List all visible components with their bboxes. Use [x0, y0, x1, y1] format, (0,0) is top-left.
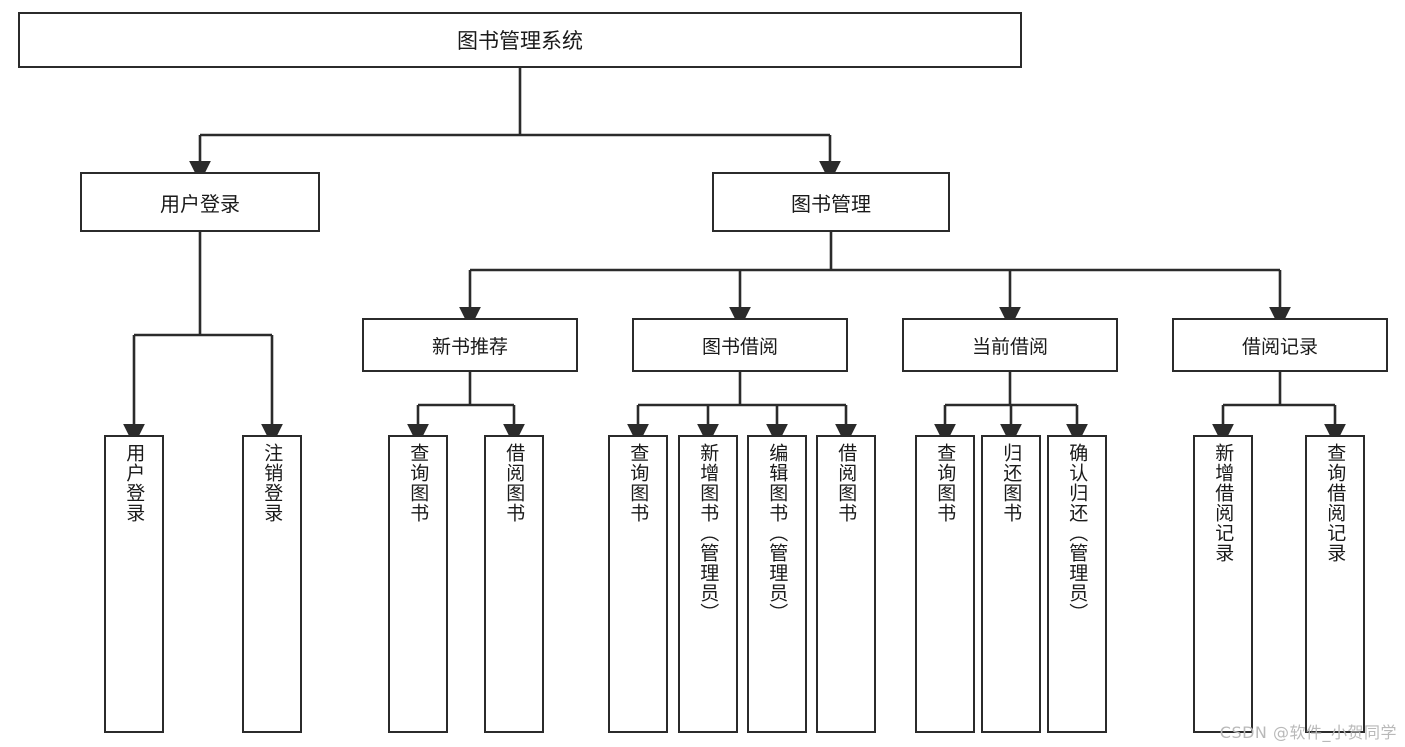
- node-leaf-query-book-3-label: 查询图书: [934, 443, 957, 523]
- node-book-borrow[interactable]: 图书借阅: [632, 318, 848, 372]
- node-root[interactable]: 图书管理系统: [18, 12, 1022, 68]
- node-leaf-return-book-label: 归还图书: [1000, 443, 1023, 523]
- node-leaf-logout-label: 注销登录: [261, 443, 284, 523]
- node-leaf-edit-book[interactable]: 编辑图书（管理员）: [747, 435, 807, 733]
- node-user-login-label: 用户登录: [160, 191, 240, 216]
- node-leaf-confirm-return[interactable]: 确认归还（管理员）: [1047, 435, 1107, 733]
- node-leaf-query-book-3[interactable]: 查询图书: [915, 435, 975, 733]
- node-leaf-query-record-label: 查询借阅记录: [1324, 443, 1347, 563]
- csdn-watermark: CSDN @软件_小贺同学: [1219, 723, 1397, 742]
- node-leaf-query-book-2[interactable]: 查询图书: [608, 435, 668, 733]
- node-current-borrow-label: 当前借阅: [971, 335, 1048, 358]
- node-borrow-record[interactable]: 借阅记录: [1172, 318, 1388, 372]
- node-leaf-borrow-book-2-label: 借阅图书: [835, 443, 858, 523]
- node-root-label: 图书管理系统: [457, 29, 583, 53]
- node-leaf-user-login-label: 用户登录: [123, 443, 146, 523]
- node-current-borrow[interactable]: 当前借阅: [902, 318, 1118, 372]
- node-leaf-add-record[interactable]: 新增借阅记录: [1193, 435, 1253, 733]
- node-leaf-query-book-2-label: 查询图书: [627, 443, 650, 523]
- node-leaf-add-record-label: 新增借阅记录: [1212, 443, 1235, 563]
- node-new-book-rec-label: 新书推荐: [431, 335, 508, 358]
- node-leaf-query-book-1-label: 查询图书: [407, 443, 430, 523]
- node-leaf-query-book-1[interactable]: 查询图书: [388, 435, 448, 733]
- node-leaf-user-login[interactable]: 用户登录: [104, 435, 164, 733]
- node-new-book-rec[interactable]: 新书推荐: [362, 318, 578, 372]
- node-leaf-query-record[interactable]: 查询借阅记录: [1305, 435, 1365, 733]
- node-leaf-confirm-return-label: 确认归还（管理员）: [1066, 443, 1089, 623]
- node-leaf-borrow-book-2[interactable]: 借阅图书: [816, 435, 876, 733]
- node-leaf-add-book-label: 新增图书（管理员）: [697, 443, 720, 623]
- node-leaf-borrow-book-1-label: 借阅图书: [503, 443, 526, 523]
- node-leaf-borrow-book-1[interactable]: 借阅图书: [484, 435, 544, 733]
- node-borrow-record-label: 借阅记录: [1241, 335, 1318, 358]
- node-leaf-return-book[interactable]: 归还图书: [981, 435, 1041, 733]
- node-leaf-edit-book-label: 编辑图书（管理员）: [766, 443, 789, 623]
- node-book-borrow-label: 图书借阅: [701, 335, 778, 358]
- node-book-manage-label: 图书管理: [791, 191, 871, 216]
- node-book-manage[interactable]: 图书管理: [712, 172, 950, 232]
- node-leaf-add-book[interactable]: 新增图书（管理员）: [678, 435, 738, 733]
- node-leaf-logout[interactable]: 注销登录: [242, 435, 302, 733]
- node-user-login[interactable]: 用户登录: [80, 172, 320, 232]
